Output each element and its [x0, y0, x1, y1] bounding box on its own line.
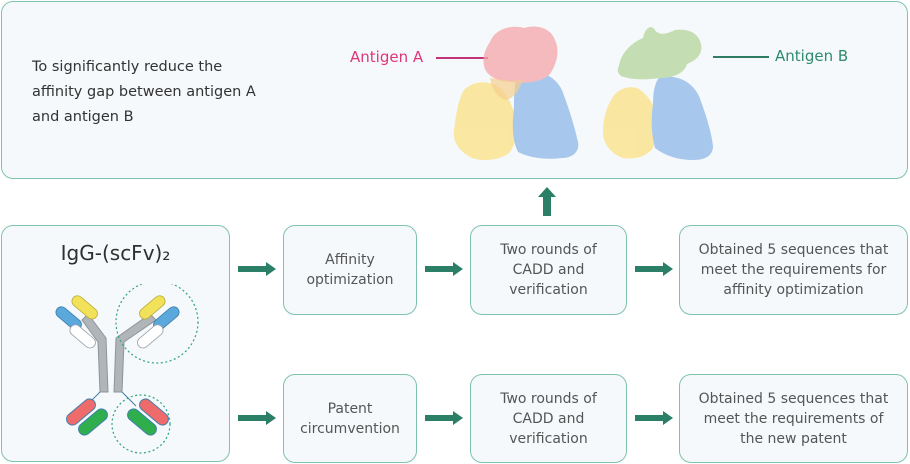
domain-red-right — [139, 398, 169, 426]
step-text-line: the new patent — [740, 430, 847, 447]
goal-line: and antigen B — [32, 109, 134, 125]
domain-yellow-right — [139, 295, 166, 320]
step-cadd-verification-bottom: Two rounds of CADD and verification — [470, 374, 627, 463]
protein-blue-chain — [651, 76, 713, 160]
step-text-line: Patent — [327, 400, 373, 417]
step-text-line: Affinity — [325, 252, 375, 268]
antigen-b-label: Antigen B — [775, 47, 849, 65]
protein-complex-a-image — [453, 26, 579, 161]
antigen-a-leader-line — [436, 57, 488, 59]
goal-text: To significantly reduce the affinity gap… — [32, 55, 292, 130]
step-text-line: affinity optimization — [723, 282, 864, 298]
goal-line: To significantly reduce the — [32, 59, 223, 75]
step-text-line: optimization — [306, 272, 394, 288]
step-result-affinity: Obtained 5 sequences that meet the requi… — [679, 225, 908, 315]
up-arrow-icon — [538, 187, 556, 216]
step-text-line: meet the requirements of — [703, 410, 884, 427]
right-arrow-icon — [425, 411, 463, 425]
step-text-line: Two rounds of — [500, 242, 597, 258]
step-text-line: Obtained 5 sequences that — [698, 242, 889, 258]
step-text-line: Two rounds of — [500, 390, 597, 407]
protein-yellow-chain — [603, 87, 657, 159]
protein-complex-b-image — [603, 27, 713, 160]
antibody-panel: IgG-(scFv)₂ — [1, 225, 230, 462]
antibody-structure-image — [55, 284, 199, 454]
heavy-chain-right — [113, 313, 157, 393]
protein-yellow-chain — [453, 82, 517, 161]
right-arrow-icon — [238, 411, 276, 425]
antigen-b-leader-line — [713, 56, 769, 58]
domain-green-right — [127, 408, 157, 436]
highlight-circle-fab — [115, 284, 199, 364]
protein-blue-chain — [512, 70, 579, 159]
step-text-line: CADD and — [512, 410, 585, 427]
domain-yellow-left — [71, 295, 98, 320]
step-result-patent: Obtained 5 sequences that meet the requi… — [679, 374, 908, 463]
step-cadd-verification-top: Two rounds of CADD and verification — [470, 225, 627, 315]
goal-line: affinity gap between antigen A — [32, 84, 256, 100]
goal-panel — [1, 1, 908, 179]
domain-white-right — [137, 324, 164, 349]
step-text-line: meet the requirements for — [700, 262, 887, 278]
right-arrow-icon — [425, 262, 463, 276]
right-arrow-icon — [635, 411, 673, 425]
step-patent-circumvention: Patent circumvention — [283, 374, 417, 463]
protein-green-chain — [617, 27, 702, 80]
heavy-chain-left — [81, 313, 109, 393]
step-text-line: CADD and — [512, 262, 585, 278]
step-affinity-optimization: Affinity optimization — [283, 225, 417, 315]
step-text-line: verification — [509, 282, 588, 298]
step-text-line: circumvention — [300, 420, 400, 437]
step-text-line: Obtained 5 sequences that — [698, 390, 889, 407]
right-arrow-icon — [238, 262, 276, 276]
protein-red-chain — [483, 26, 558, 83]
right-arrow-icon — [635, 262, 673, 276]
domain-white-left — [69, 324, 96, 349]
antibody-title: IgG-(scFv)₂ — [60, 241, 171, 265]
highlight-circle-scfv — [111, 394, 171, 454]
antigen-a-label: Antigen A — [350, 48, 424, 66]
step-text-line: verification — [509, 430, 588, 447]
domain-green-left — [78, 408, 108, 436]
domain-red-left — [66, 398, 96, 426]
